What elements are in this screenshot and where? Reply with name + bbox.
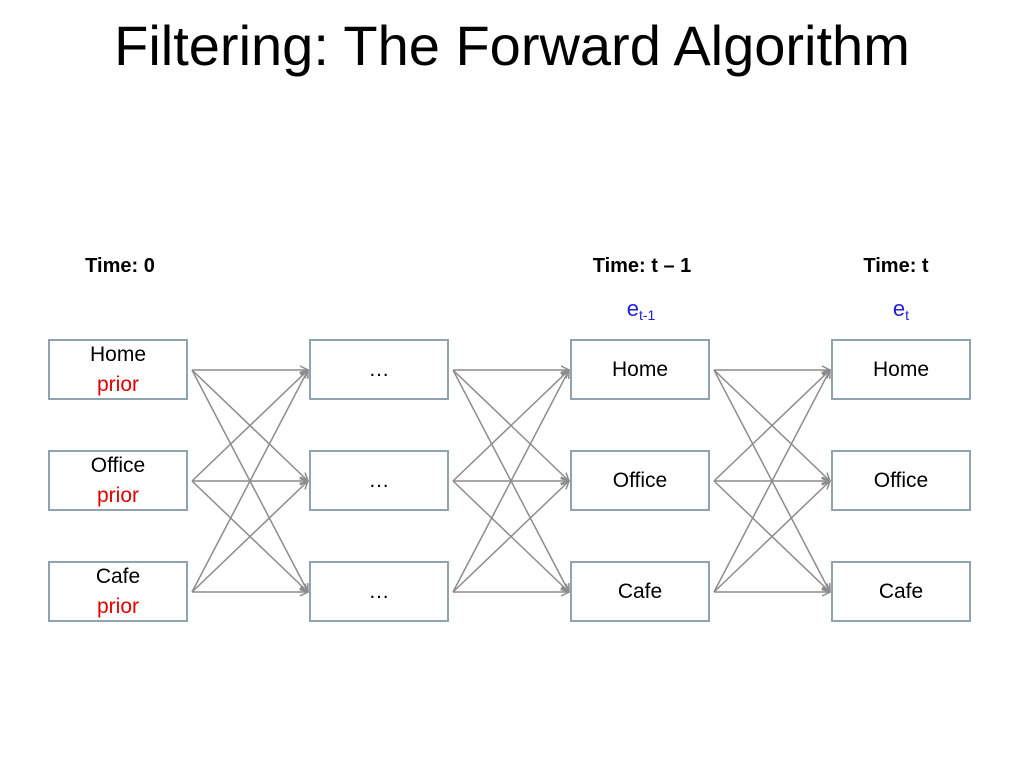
transition-edge-1-2-1: [452, 481, 569, 593]
evidence-t: et: [841, 296, 961, 328]
node-home-t: Home: [831, 339, 971, 400]
evidence-t-minus-1-subscript: t-1: [638, 307, 656, 323]
transition-edge-1-1-0: [452, 370, 569, 482]
evidence-t-subscript: t: [905, 307, 910, 323]
slide-title: Filtering: The Forward Algorithm: [114, 14, 910, 77]
node-ellipsis-3-label: …: [368, 579, 390, 603]
node-cafe-prior: Cafe prior: [48, 561, 188, 622]
node-cafe-t-label: Cafe: [878, 579, 924, 603]
node-home-t-minus-1: Home: [570, 339, 710, 400]
transition-edge-1-2-0: [452, 370, 569, 593]
node-ellipsis-2-label: …: [368, 468, 390, 492]
node-office-prior-sub: prior: [96, 483, 139, 507]
node-ellipsis-2: …: [309, 450, 449, 511]
evidence-t-minus-1: et-1: [581, 296, 701, 328]
evidence-t-minus-1-base: e: [626, 296, 639, 321]
node-office-t: Office: [831, 450, 971, 511]
node-office-t-minus-1: Office: [570, 450, 710, 511]
node-cafe-prior-sub: prior: [96, 594, 139, 618]
node-home-prior-label: Home: [89, 342, 147, 366]
transition-edge-0-2-1: [191, 481, 308, 593]
node-cafe-t: Cafe: [831, 561, 971, 622]
node-home-prior-sub: prior: [96, 372, 139, 396]
evidence-t-base: e: [892, 296, 906, 321]
node-office-t-minus-1-label: Office: [612, 468, 668, 492]
transition-edge-2-2-0: [713, 370, 830, 593]
transition-edge-2-2-1: [713, 481, 830, 593]
transition-edge-0-2-0: [191, 370, 308, 593]
node-ellipsis-1-label: …: [368, 357, 390, 381]
node-cafe-prior-label: Cafe: [95, 564, 141, 588]
edge-group: [191, 370, 830, 593]
node-office-t-label: Office: [873, 468, 929, 492]
time-label-t-minus-1: Time: t – 1: [592, 255, 692, 277]
time-label-0: Time: 0: [85, 255, 155, 277]
time-label-t: Time: t: [863, 255, 929, 277]
node-home-t-label: Home: [872, 357, 930, 381]
node-ellipsis-3: …: [309, 561, 449, 622]
node-home-t-minus-1-label: Home: [611, 357, 669, 381]
transition-edge-2-1-0: [713, 370, 830, 482]
node-office-prior-label: Office: [90, 453, 146, 477]
node-cafe-t-minus-1-label: Cafe: [617, 579, 663, 603]
transition-edge-0-1-0: [191, 370, 308, 482]
node-home-prior: Home prior: [48, 339, 188, 400]
node-office-prior: Office prior: [48, 450, 188, 511]
node-cafe-t-minus-1: Cafe: [570, 561, 710, 622]
node-ellipsis-1: …: [309, 339, 449, 400]
